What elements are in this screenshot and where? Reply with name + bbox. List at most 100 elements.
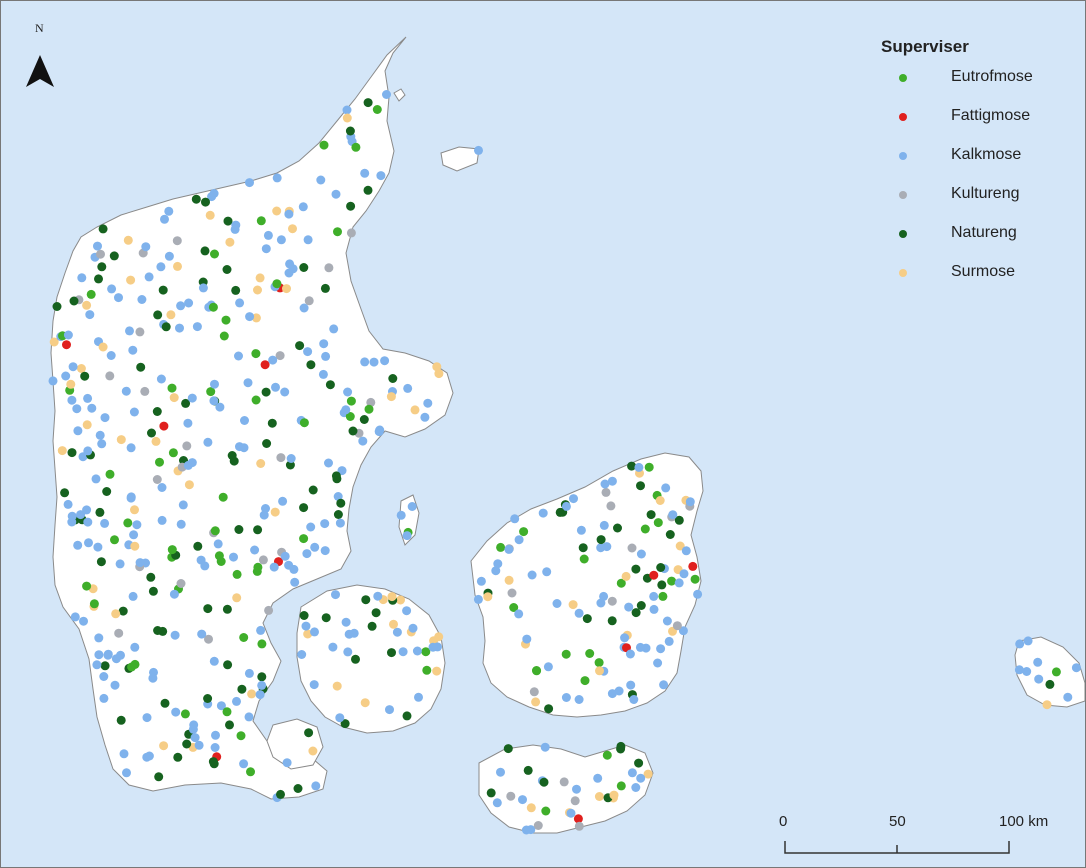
sample-point [102,487,112,496]
sample-point [89,599,99,609]
sample-point [148,673,158,683]
sample-point [82,300,92,310]
sample-point [68,362,78,372]
sample-point [1022,667,1032,676]
sample-point [184,480,194,490]
sample-point [659,680,669,690]
sample-point [198,283,208,293]
sample-point [63,499,73,509]
sample-point [661,483,671,493]
legend-item-fattigmose: Fattigmose [881,107,1071,149]
sample-point [473,594,483,604]
sample-point [373,591,383,601]
sample-point [303,347,313,357]
sample-point [103,650,113,660]
sample-point [208,757,218,767]
sample-point [674,578,684,588]
sample-point [263,230,273,240]
sample-point [1071,663,1081,673]
sample-point [61,371,71,381]
sample-point [333,227,342,237]
sample-point [164,251,174,261]
sample-point [474,145,483,155]
sample-point [579,554,589,564]
sample-point [182,739,192,749]
sample-point [187,458,197,468]
sample-point [234,351,243,361]
sample-point [653,518,663,528]
sample-point [182,441,192,451]
sample-point [49,337,59,347]
land-jutland [50,36,454,800]
sample-point [62,340,71,350]
sample-point [255,690,265,700]
sample-point [299,534,309,544]
sample-point [309,680,319,690]
sample-point [282,758,292,768]
sample-point [203,604,213,614]
sample-point [57,446,67,456]
sample-point [267,418,277,428]
sample-point [568,600,578,610]
sample-point [272,279,282,289]
sample-point [308,746,318,756]
sample-point [596,535,606,545]
legend-item-kalkmose: Kalkmose [881,146,1071,188]
sample-point [376,171,386,181]
sample-point [223,216,233,226]
sample-point [168,448,178,458]
sample-point [602,750,612,760]
sample-point [345,412,355,421]
sample-point [256,459,266,468]
sample-point [1023,636,1033,646]
sample-point [130,505,139,515]
sample-point [483,592,493,602]
sample-point [268,355,278,365]
sample-point [181,398,191,408]
sample-point [169,589,179,599]
sample-point [576,525,586,535]
sample-point [664,636,674,646]
sample-point [261,387,271,397]
sample-point [231,285,241,295]
sample-point [552,599,562,608]
sample-point [96,249,105,259]
sample-point [561,501,571,511]
sample-point [321,351,331,361]
land-anholt [440,146,480,172]
sample-point [367,621,377,631]
sample-point [239,443,249,453]
sample-point [634,758,644,768]
sample-point [688,561,698,571]
sample-point [574,695,584,704]
sample-point [111,609,121,619]
sample-point [128,345,138,355]
sample-point [176,519,186,529]
sample-point [631,783,641,792]
sample-point [210,526,220,536]
sample-point [620,633,630,643]
sample-point [649,570,659,580]
sample-point [76,364,86,373]
sample-point [434,369,444,379]
sample-point [160,214,169,224]
sample-point [540,742,550,752]
sample-point [655,496,665,505]
sample-point [125,326,134,336]
sample-point [260,360,270,370]
sample-point [166,310,176,320]
sample-point [86,289,96,299]
sample-point [172,236,182,246]
sample-point [310,627,319,637]
sample-point [92,660,102,670]
sample-point [93,241,102,251]
sample-point [491,566,501,576]
sample-point [130,541,140,551]
sample-point [151,436,161,446]
sample-point [602,542,612,552]
sample-point [201,197,210,207]
sample-point [555,507,565,517]
sample-point [301,621,311,631]
sample-point [116,715,126,725]
sample-point [270,507,280,517]
